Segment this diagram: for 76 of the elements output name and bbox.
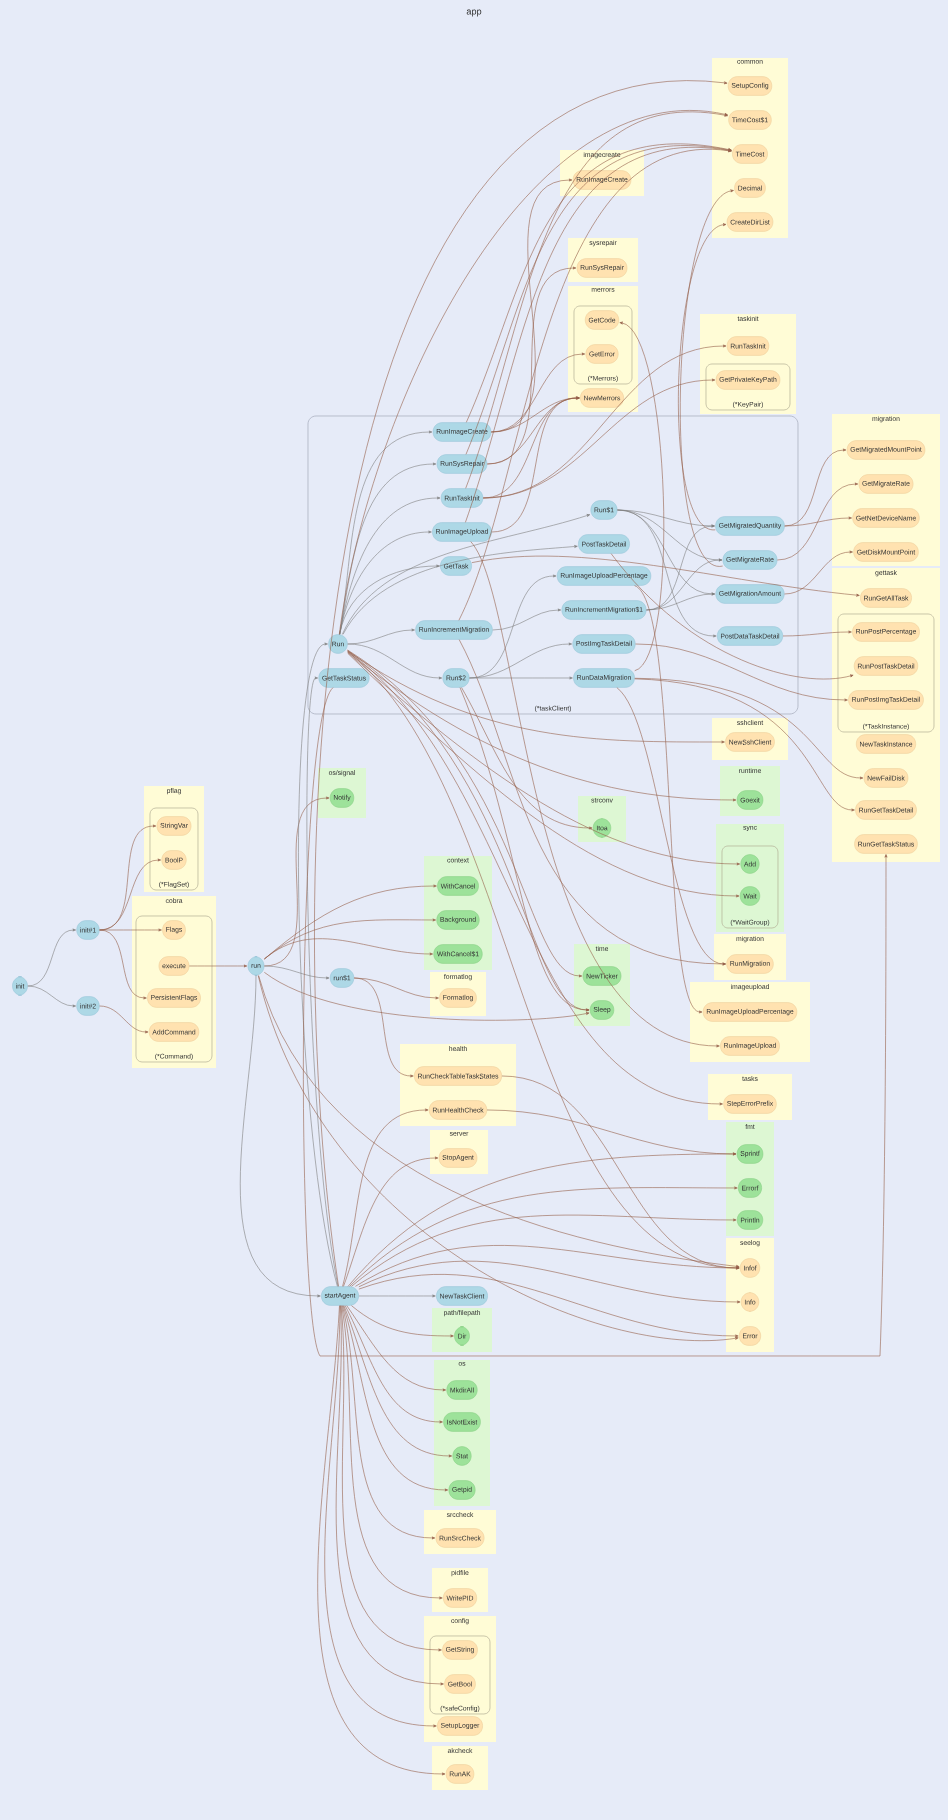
arrow: [458, 149, 732, 621]
arrow: [646, 592, 715, 611]
arrow: [469, 676, 573, 680]
arrow: [351, 1214, 737, 1287]
arrow: [616, 687, 726, 966]
arrow: [338, 110, 728, 635]
arrow: [314, 81, 728, 1287]
arrow: [258, 975, 740, 1268]
arrow: [617, 509, 715, 596]
arrow: [347, 651, 737, 802]
arrow: [358, 1294, 436, 1298]
arrow: [27, 928, 76, 987]
arrow: [469, 574, 557, 679]
arrow: [465, 111, 728, 489]
arrow: [99, 1005, 149, 1034]
arrow: [501, 1075, 740, 1270]
arrow: [257, 975, 739, 1341]
arrow: [324, 1305, 437, 1728]
arrow: [491, 396, 580, 533]
arrow: [482, 396, 580, 499]
arrow: [343, 1156, 439, 1287]
arrow: [303, 687, 888, 1357]
arrow: [678, 223, 727, 531]
arrow: [342, 1108, 429, 1287]
arrow: [342, 1305, 449, 1492]
arrow: [610, 553, 854, 680]
arrow: [347, 628, 415, 645]
arrow: [461, 687, 593, 830]
arrow: [471, 556, 860, 597]
arrow: [458, 639, 726, 966]
arrow: [358, 1274, 739, 1338]
arrow: [492, 608, 562, 631]
arrow: [634, 678, 855, 812]
arrow: [239, 975, 321, 1298]
arrow: [351, 1305, 454, 1338]
arrow: [189, 964, 248, 968]
arrow: [347, 651, 740, 1270]
arrow: [342, 514, 591, 635]
arrow: [470, 541, 720, 1048]
arrow: [346, 1305, 446, 1392]
arrow: [339, 564, 440, 635]
arrow: [784, 550, 853, 595]
arrow: [634, 585, 703, 1014]
arrow: [355, 1245, 740, 1287]
arrow: [342, 1305, 436, 1540]
arrow: [619, 321, 665, 671]
arrow: [347, 650, 723, 1106]
arrow: [358, 1261, 741, 1304]
arrow: [306, 676, 339, 1287]
arrow: [482, 378, 716, 499]
arrow: [344, 1305, 443, 1424]
arrow: [264, 972, 590, 1021]
arrow: [490, 352, 586, 433]
arrow: [27, 985, 76, 1008]
arrow: [298, 642, 338, 1287]
arrow: [486, 1109, 737, 1156]
arrow: [349, 1186, 738, 1287]
arrow: [777, 482, 859, 561]
arrow: [343, 1305, 452, 1458]
arrow: [342, 545, 578, 635]
arrow: [465, 147, 732, 523]
arrow: [264, 938, 433, 960]
arrow: [341, 1305, 443, 1600]
arrow: [782, 630, 852, 637]
arrow: [264, 796, 330, 967]
arrow: [784, 516, 852, 527]
arrow: [264, 965, 330, 980]
arrow: [99, 929, 147, 1000]
arrow: [353, 977, 439, 1000]
arrow: [635, 643, 848, 702]
arrow: [347, 643, 443, 680]
arrow: [459, 687, 590, 1012]
arrow: [99, 928, 162, 932]
arrow: [317, 1305, 446, 1776]
arrow: [617, 509, 717, 638]
arrow: [680, 189, 734, 567]
